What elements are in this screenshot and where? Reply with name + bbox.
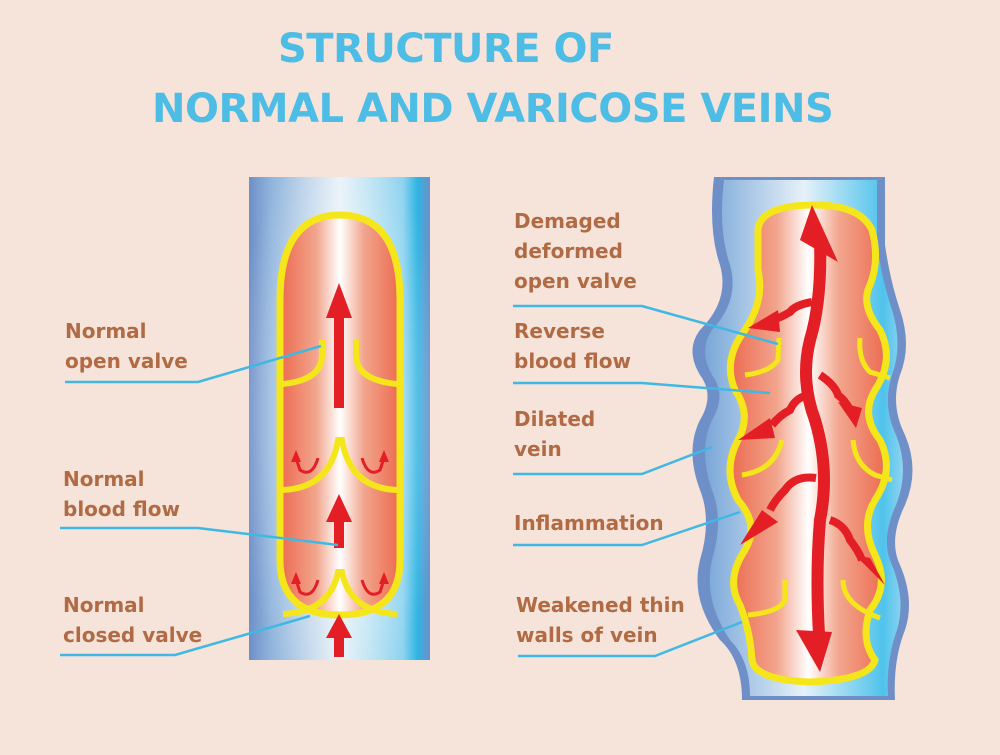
deformed-valves — [741, 337, 893, 621]
label-weakened-walls: Weakened thin walls of vein — [516, 590, 685, 650]
label-reverse-blood-flow: Reverse blood flow — [514, 316, 631, 376]
leader-lines — [60, 304, 779, 658]
label-damaged-open-valve: Demaged deformed open valve — [514, 206, 637, 296]
swirl-arrows — [294, 457, 386, 596]
leader-damaged-valve — [513, 304, 779, 346]
label-line: Dilated — [514, 407, 596, 431]
label-line: vein — [514, 437, 562, 461]
label-line: Normal — [65, 319, 147, 343]
blood-flow-arrow-mid — [326, 494, 352, 548]
leader-normal-blood-flow — [60, 526, 339, 547]
leader-normal-open-valve — [65, 344, 322, 384]
label-inflammation: Inflammation — [514, 508, 664, 538]
blood-flow-arrow-up — [326, 283, 352, 408]
varicose-vein — [692, 177, 913, 700]
leader-reverse-flow — [513, 381, 771, 395]
label-line: blood flow — [514, 349, 631, 373]
reverse-flow-arrows — [738, 205, 885, 672]
label-line: Reverse — [514, 319, 605, 343]
open-valve-left — [282, 340, 325, 387]
label-line: Demaged — [514, 209, 621, 233]
label-normal-open-valve: Normal open valve — [65, 316, 188, 376]
closed-valve-upper — [282, 437, 398, 493]
label-line: Inflammation — [514, 511, 664, 535]
normal-vein-lumen — [276, 211, 404, 619]
leader-weakened-walls — [518, 620, 743, 658]
title-line-1: STRUCTURE OF — [278, 26, 614, 72]
leader-dilated-vein — [513, 445, 713, 476]
title-line-2: NORMAL AND VARICOSE VEINS — [152, 86, 834, 132]
label-line: Normal — [63, 467, 145, 491]
label-line: open valve — [65, 349, 188, 373]
label-line: walls of vein — [516, 623, 658, 647]
label-line: Normal — [63, 593, 145, 617]
label-normal-closed-valve: Normal closed valve — [63, 590, 202, 650]
label-line: deformed — [514, 239, 623, 263]
open-valve-right — [353, 340, 398, 387]
label-line: Weakened thin — [516, 593, 685, 617]
closed-valve-lower — [282, 569, 398, 617]
blood-flow-arrow-low — [326, 614, 352, 657]
label-normal-blood-flow: Normal blood flow — [63, 464, 180, 524]
leader-normal-closed-valve — [60, 614, 311, 657]
normal-vein — [249, 177, 430, 660]
label-line: blood flow — [63, 497, 180, 521]
label-line: open valve — [514, 269, 637, 293]
label-dilated-vein: Dilated vein — [514, 404, 595, 464]
leader-inflammation — [513, 510, 741, 547]
label-line: closed valve — [63, 623, 203, 647]
